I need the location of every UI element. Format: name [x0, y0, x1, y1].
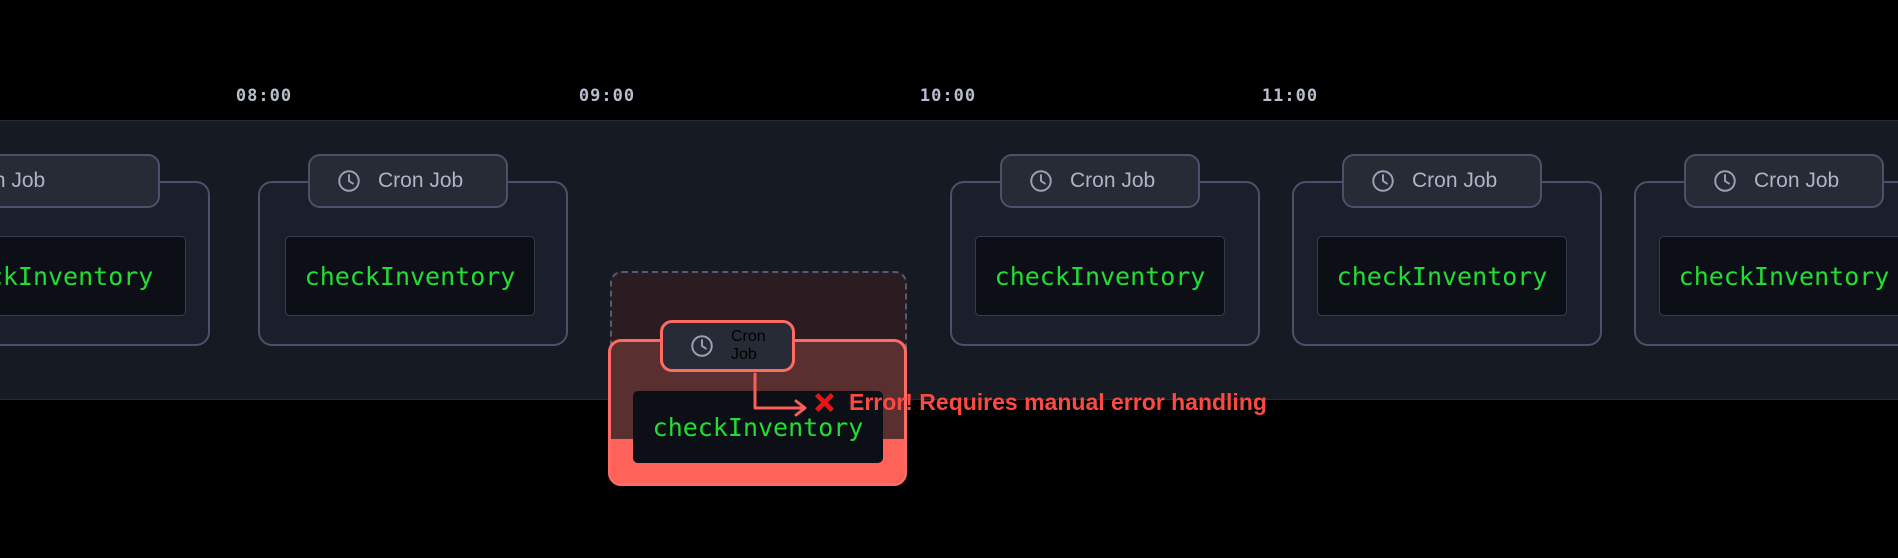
x-mark-icon	[814, 392, 835, 413]
timeline-tick-1: 09:00	[578, 86, 636, 106]
cron-job-pill-0[interactable]: Cron Job	[0, 154, 160, 208]
clock-icon	[338, 170, 360, 192]
clock-icon	[1372, 170, 1394, 192]
cron-job-pill-label-5: Cron Job	[1754, 169, 1840, 192]
job-code-box-1[interactable]: checkInventory	[285, 236, 535, 316]
elbow-arrow-icon	[753, 372, 807, 417]
job-code-box-4[interactable]: checkInventory	[1317, 236, 1567, 316]
cron-job-pill-1[interactable]: Cron Job	[308, 154, 508, 208]
clock-icon	[1030, 170, 1052, 192]
cron-job-pill-label-3: Cron Job	[1070, 169, 1156, 192]
timeline-ruler: 08:00 09:00 10:00 11:00	[0, 0, 1898, 120]
job-code-label-0: checkInventory	[0, 261, 154, 291]
job-code-label-1: checkInventory	[304, 261, 516, 291]
job-code-label-2: checkInventory	[652, 412, 864, 442]
cron-job-lane: Cron Job checkInventory Cron Job checkIn…	[0, 120, 1898, 486]
cron-job-pill-2[interactable]: Cron Job	[660, 320, 795, 372]
cron-job-pill-label-0: Cron Job	[0, 169, 46, 192]
cron-job-pill-4[interactable]: Cron Job	[1342, 154, 1542, 208]
error-annotation: Error! Requires manual error handling	[812, 389, 1267, 416]
timeline-tick-0: 08:00	[235, 86, 293, 106]
cron-job-pill-label-4: Cron Job	[1412, 169, 1498, 192]
job-code-label-4: checkInventory	[1336, 261, 1548, 291]
job-code-label-5: checkInventory	[1678, 261, 1890, 291]
cron-job-pill-5[interactable]: Cron Job	[1684, 154, 1884, 208]
job-group-2-error[interactable]: Cron Job checkInventory	[0, 121, 907, 486]
job-code-label-3: checkInventory	[994, 261, 1206, 291]
clock-icon	[1714, 170, 1736, 192]
job-code-box-2[interactable]: checkInventory	[633, 391, 883, 463]
cron-job-pill-3[interactable]: Cron Job	[1000, 154, 1200, 208]
job-code-box-0[interactable]: checkInventory	[0, 236, 186, 316]
job-group-0[interactable]: Cron Job checkInventory	[0, 121, 210, 401]
error-annotation-text: Error! Requires manual error handling	[849, 389, 1267, 415]
job-group-3[interactable]: Cron Job checkInventory	[0, 121, 1260, 401]
job-group-1[interactable]: Cron Job checkInventory	[0, 121, 568, 401]
cron-job-pill-label-1: Cron Job	[378, 169, 464, 192]
job-code-box-3[interactable]: checkInventory	[975, 236, 1225, 316]
job-code-box-5[interactable]: checkInventory	[1659, 236, 1898, 316]
clock-icon	[691, 335, 713, 357]
timeline-tick-3: 11:00	[1261, 86, 1319, 106]
timeline-tick-2: 10:00	[919, 86, 977, 106]
job-group-4[interactable]: Cron Job checkInventory	[0, 121, 1602, 401]
job-group-5[interactable]: Cron Job checkInventory	[0, 121, 1898, 401]
cron-job-pill-label-2: Cron Job	[731, 328, 766, 363]
